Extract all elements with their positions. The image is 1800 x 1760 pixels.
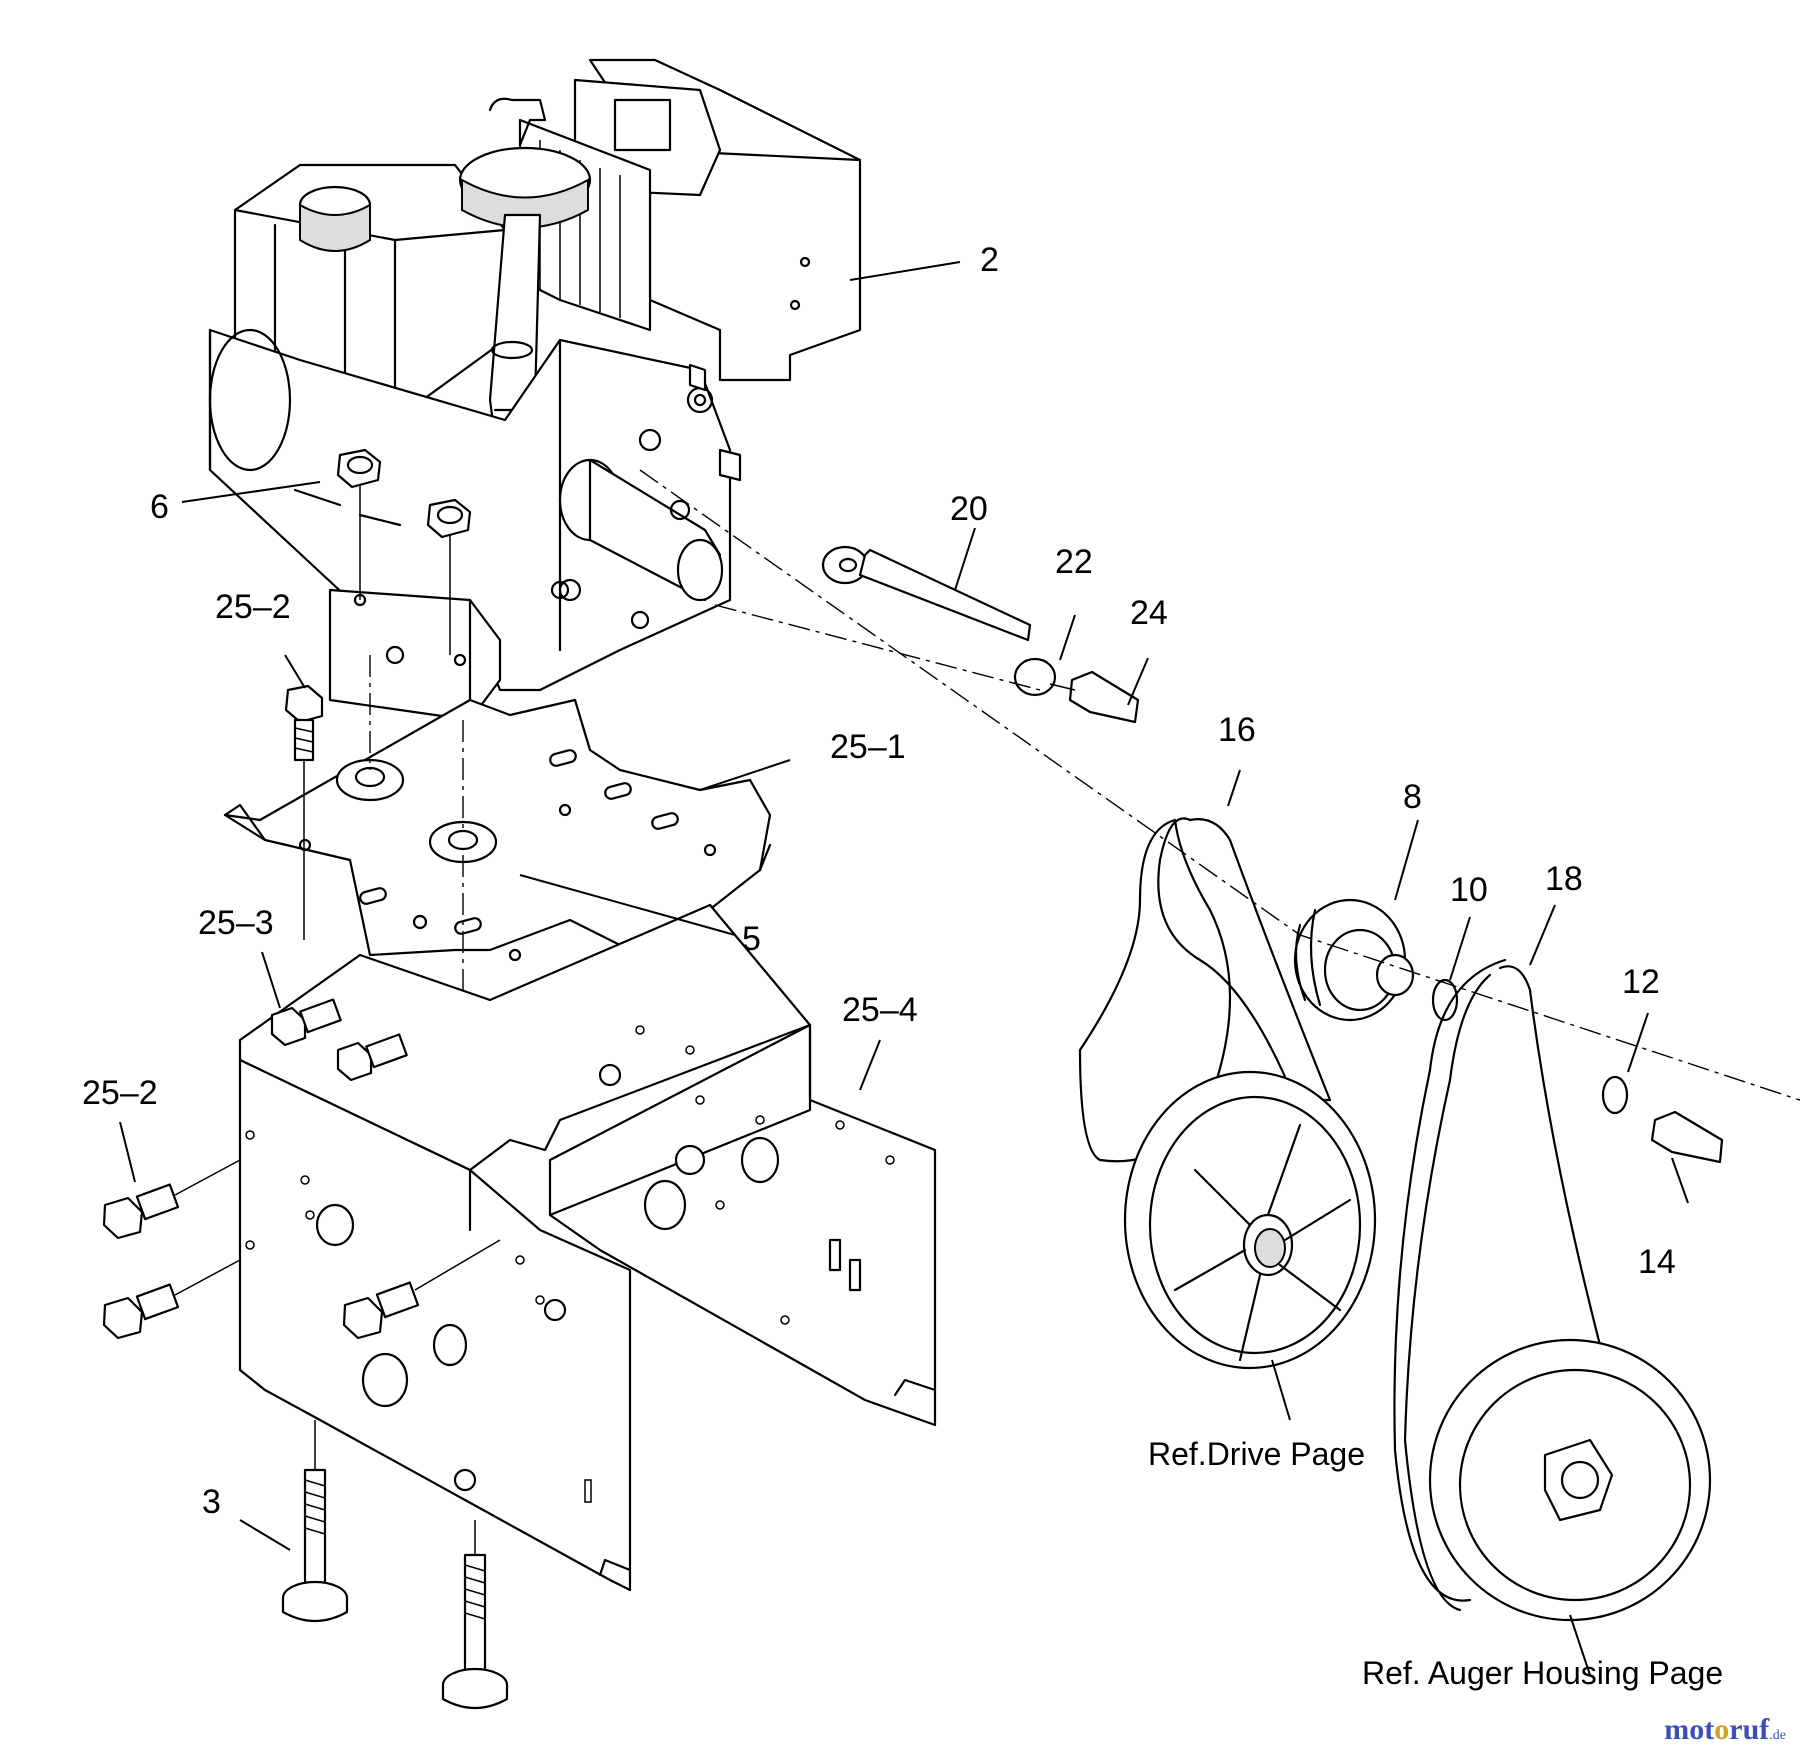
ref-drive-page: Ref.Drive Page	[1148, 1436, 1365, 1472]
callout-25-2-upper: 25–2	[215, 588, 291, 626]
callout-25-3: 25–3	[198, 904, 274, 942]
frame-bolts	[102, 998, 509, 1709]
leader-lines	[119, 261, 1689, 1676]
callout-5: 5	[742, 920, 761, 958]
pulleys-and-belts	[639, 469, 1800, 1622]
callout-3: 3	[202, 1483, 221, 1521]
callout-14: 14	[1638, 1243, 1676, 1281]
callout-8: 8	[1403, 778, 1422, 816]
callout-24: 24	[1130, 594, 1168, 632]
callout-25-1: 25–1	[830, 728, 906, 766]
callout-10: 10	[1450, 871, 1488, 909]
mounting-plate	[223, 655, 772, 1040]
callout-18: 18	[1545, 860, 1583, 898]
callout-12: 12	[1622, 963, 1660, 1001]
callout-25-2-lower: 25–2	[82, 1074, 158, 1112]
frame	[238, 903, 937, 1592]
watermark-logo: motoruf.de	[1664, 1713, 1786, 1746]
callout-16: 16	[1218, 711, 1256, 749]
ref-auger-housing-page: Ref. Auger Housing Page	[1362, 1655, 1724, 1691]
engine-assembly	[208, 58, 862, 722]
callout-22: 22	[1055, 543, 1093, 581]
callout-6: 6	[150, 488, 169, 526]
callout-2: 2	[980, 241, 999, 279]
callout-20: 20	[950, 490, 988, 528]
callout-25-4: 25–4	[842, 991, 918, 1029]
